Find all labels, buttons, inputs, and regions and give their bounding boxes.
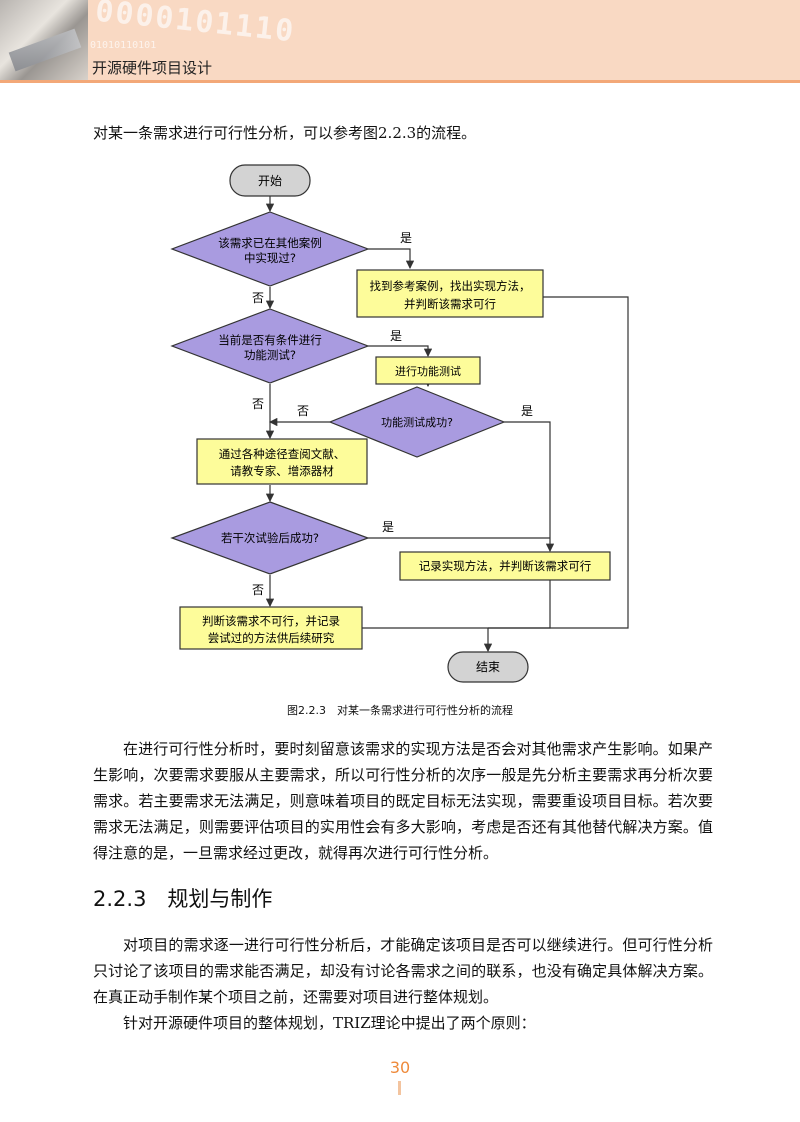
infeasible-line2: 尝试过的方法供后续研究 (208, 631, 335, 645)
q1-yes-label: 是 (400, 231, 412, 245)
q1-line2: 中实现过? (244, 251, 296, 265)
q2-line2: 功能测试? (244, 348, 296, 362)
box-functional-test (375, 356, 481, 385)
flowchart: 开始 该需求已在其他案例 中实现过? 是 否 找到参考案例，找出实现方法， 并判… (170, 164, 629, 683)
q4-label: 若干次试验后成功? (221, 531, 319, 545)
intro-sentence: 对某一条需求进行可行性分析，可以参考图2.2.3的流程。 (93, 124, 477, 142)
record-label: 记录实现方法，并判断该需求可行 (419, 559, 592, 573)
section-heading: 2.2.3 规划与制作 (93, 887, 273, 911)
q4-no-label: 否 (252, 583, 264, 597)
find-line2: 并判断该需求可行 (404, 297, 496, 311)
paragraph-3: 针对开源硬件项目的整体规划，TRIZ理论中提出了两个原则： (123, 1014, 536, 1032)
decision-implemented-elsewhere (170, 211, 370, 287)
decision-can-test (170, 308, 370, 384)
find-line1: 找到参考案例，找出实现方法， (370, 279, 531, 293)
page-header: 0000101110 01010110101 开源硬件项目设计 (0, 0, 800, 80)
search-line2: 请教专家、增添器材 (230, 464, 334, 478)
box-find-reference (356, 269, 544, 318)
end-label: 结束 (476, 660, 500, 674)
q4-yes-label: 是 (382, 520, 394, 534)
page-number-tick (398, 1081, 401, 1095)
decision-multiple-trials (170, 501, 370, 575)
start-label: 开始 (258, 174, 282, 188)
header-divider (0, 80, 800, 83)
q3-label: 功能测试成功? (381, 415, 453, 429)
q1-line1: 该需求已在其他案例 (218, 236, 322, 250)
q2-line1: 当前是否有条件进行 (218, 333, 322, 347)
test-label: 进行功能测试 (395, 364, 461, 378)
q2-no-label: 否 (252, 397, 264, 411)
page-number: 30 (389, 1058, 411, 1077)
q2-yes-label: 是 (390, 329, 402, 343)
infeasible-line1: 判断该需求不可行，并记录 (202, 614, 340, 628)
q3-no-label: 否 (297, 404, 309, 418)
q1-no-label: 否 (252, 291, 264, 305)
box-research (196, 438, 368, 485)
decision-test-success (328, 386, 506, 458)
end-terminal (447, 651, 529, 683)
start-terminal (229, 164, 311, 197)
paragraph-1: 在进行可行性分析时，要时刻留意该需求的实现方法是否会对其他需求产生影响。如果产生… (93, 740, 713, 862)
paragraph-2: 对项目的需求逐一进行可行性分析后，才能确定该项目是否可以继续进行。但可行性分析只… (93, 936, 713, 1006)
book-title: 开源硬件项目设计 (92, 59, 213, 77)
figure-caption: 图2.2.3 对某一条需求进行可行性分析的流程 (287, 704, 513, 717)
search-line1: 通过各种途径查阅文献、 (219, 447, 346, 461)
q3-yes-label: 是 (521, 404, 533, 418)
binary-decoration-small: 01010110101 (90, 40, 157, 51)
box-infeasible (179, 606, 363, 650)
box-record-method (399, 551, 611, 581)
header-photo (0, 0, 88, 80)
